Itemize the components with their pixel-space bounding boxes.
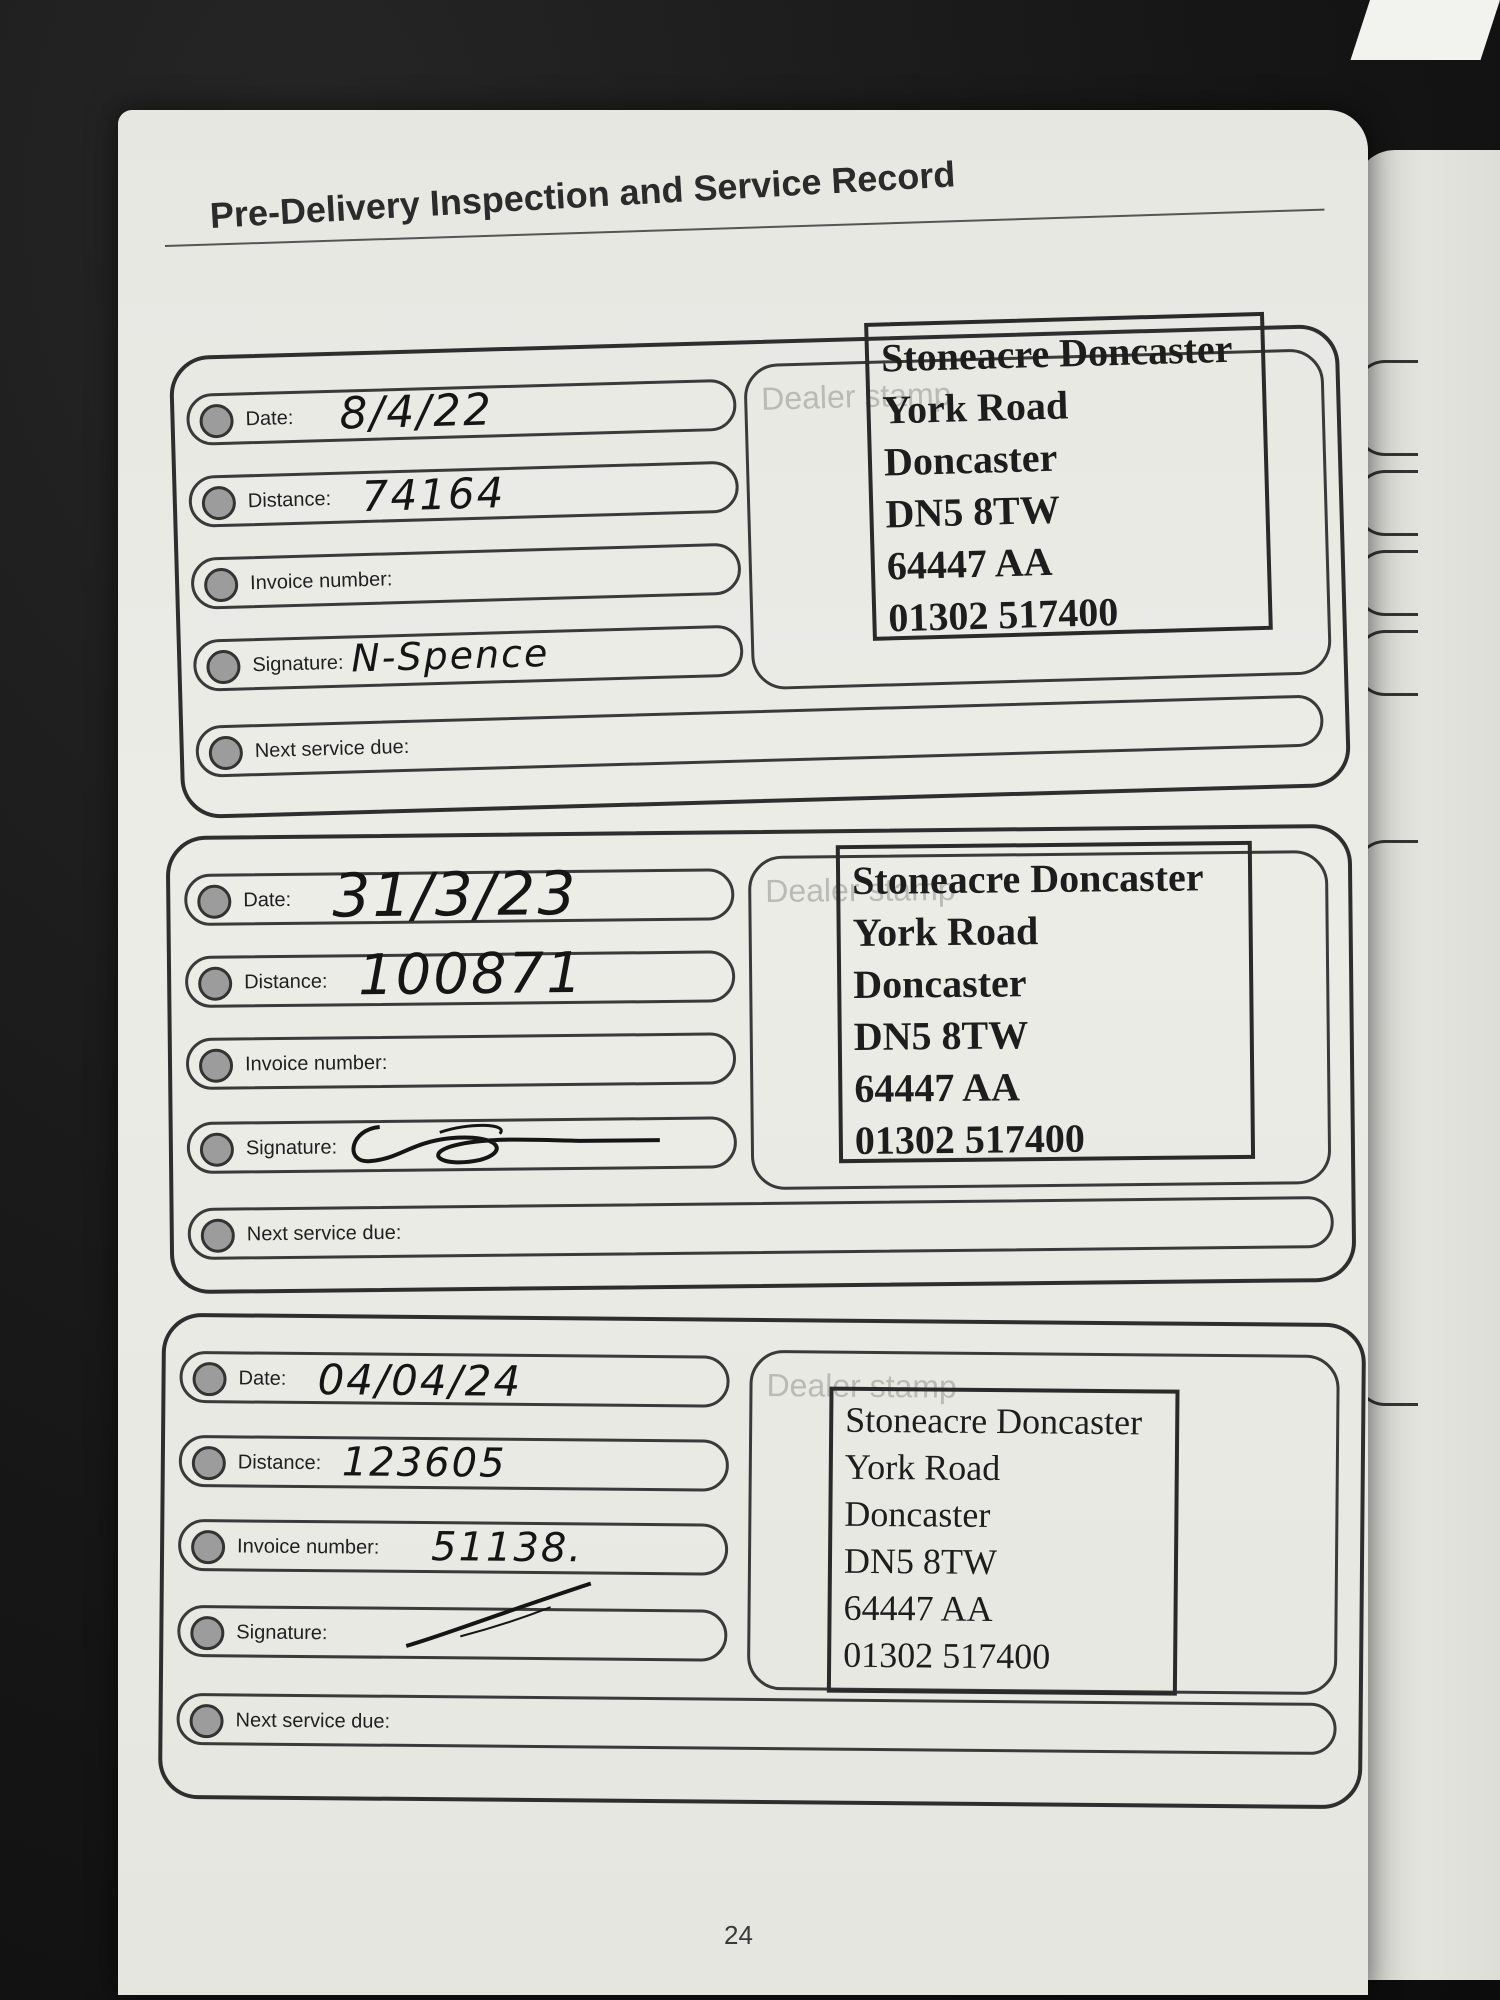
radio-circle-icon[interactable] bbox=[190, 1530, 226, 1565]
stamp-line: Stoneacre Doncaster bbox=[851, 854, 1204, 904]
radio-circle-icon[interactable] bbox=[192, 1362, 227, 1397]
dealer-stamp: Stoneacre Doncaster York Road Doncaster … bbox=[835, 840, 1256, 1164]
field-label: Distance: bbox=[237, 1451, 322, 1475]
handwritten-distance: 100871 bbox=[357, 940, 585, 1009]
field-label: Signature: bbox=[236, 1621, 328, 1645]
field-label: Date: bbox=[245, 406, 294, 431]
service-record-1: Date: 8/4/22 Distance: 74164 Invoice num… bbox=[168, 311, 1352, 820]
radio-circle-icon[interactable] bbox=[199, 403, 235, 439]
stamp-line: DN5 8TW bbox=[853, 1012, 1029, 1060]
stamp-line: Doncaster bbox=[844, 1493, 991, 1535]
stamp-line: 01302 517400 bbox=[887, 589, 1119, 641]
field-label: Next service due: bbox=[254, 735, 410, 763]
page-number: 24 bbox=[724, 1920, 753, 1950]
radio-circle-icon[interactable] bbox=[190, 1616, 225, 1651]
signature-field[interactable]: Signature: N-Spence bbox=[192, 624, 744, 692]
handwritten-invoice: 51138. bbox=[430, 1524, 584, 1572]
signature-scribble-icon bbox=[405, 1581, 592, 1648]
dealer-stamp: Stoneacre Doncaster York Road Doncaster … bbox=[864, 311, 1273, 641]
stamp-line: 64447 AA bbox=[854, 1064, 1021, 1112]
handwritten-date: 04/04/24 bbox=[317, 1355, 523, 1406]
stamp-line: Stoneacre Doncaster bbox=[880, 325, 1233, 381]
field-label: Signature: bbox=[245, 1136, 338, 1160]
distance-field[interactable]: Distance: 100871 bbox=[184, 941, 736, 1008]
dealer-stamp: Stoneacre Doncaster York Road Doncaster … bbox=[826, 1386, 1180, 1696]
field-label: Signature: bbox=[252, 651, 344, 677]
service-record-3: Date: 04/04/24 Distance: 123605 Invoice … bbox=[157, 1312, 1367, 1810]
stamp-line: 64447 AA bbox=[843, 1587, 993, 1630]
signature-field[interactable]: Signature: bbox=[177, 1581, 728, 1662]
field-label: Distance: bbox=[244, 970, 328, 994]
distance-field[interactable]: Distance: 74164 bbox=[188, 460, 740, 528]
stamp-line: York Road bbox=[844, 1446, 1001, 1489]
stamp-line: 01302 517400 bbox=[843, 1634, 1051, 1677]
booklet-page bbox=[118, 110, 1368, 1995]
next-service-field[interactable]: Next service due: bbox=[187, 1196, 1335, 1261]
invoice-field[interactable]: Invoice number: bbox=[185, 1032, 737, 1091]
radio-circle-icon[interactable] bbox=[189, 1704, 224, 1739]
radio-circle-icon[interactable] bbox=[191, 1446, 226, 1481]
service-record-2: Date: 31/3/23 Distance: 100871 Invoice n… bbox=[165, 823, 1357, 1295]
handwritten-date: 8/4/22 bbox=[338, 384, 494, 440]
field-label: Date: bbox=[238, 1367, 287, 1390]
radio-circle-icon[interactable] bbox=[200, 1218, 235, 1253]
date-field[interactable]: Date: 8/4/22 bbox=[185, 378, 738, 446]
next-service-field[interactable]: Next service due: bbox=[195, 694, 1325, 778]
handwritten-distance: 123605 bbox=[341, 1439, 507, 1487]
field-label: Date: bbox=[243, 888, 292, 912]
field-label: Next service due: bbox=[246, 1221, 402, 1246]
stamp-line: Stoneacre Doncaster bbox=[845, 1399, 1143, 1443]
distance-field[interactable]: Distance: 123605 bbox=[178, 1434, 730, 1492]
radio-circle-icon[interactable] bbox=[198, 1048, 234, 1083]
date-field[interactable]: Date: 04/04/24 bbox=[179, 1350, 730, 1408]
field-label: Invoice number: bbox=[237, 1535, 380, 1559]
stamp-line: 01302 517400 bbox=[854, 1115, 1086, 1164]
invoice-field[interactable]: Invoice number: bbox=[190, 542, 742, 610]
paper-corner bbox=[1350, 0, 1500, 60]
field-label: Distance: bbox=[247, 487, 332, 513]
handwritten-date: 31/3/23 bbox=[331, 858, 578, 932]
handwritten-signature: N-Spence bbox=[350, 630, 550, 681]
date-field[interactable]: Date: 31/3/23 bbox=[184, 859, 735, 931]
invoice-field[interactable]: Invoice number: 51138. bbox=[177, 1518, 729, 1576]
radio-circle-icon[interactable] bbox=[199, 1132, 235, 1167]
stamp-line: York Road bbox=[852, 908, 1039, 956]
field-label: Invoice number: bbox=[249, 568, 393, 595]
radio-circle-icon[interactable] bbox=[197, 884, 232, 919]
signature-scribble-icon bbox=[351, 1123, 660, 1165]
radio-circle-icon[interactable] bbox=[203, 567, 239, 603]
adjacent-page-edge bbox=[1355, 150, 1500, 1980]
radio-circle-icon[interactable] bbox=[198, 966, 233, 1001]
handwritten-distance: 74164 bbox=[361, 468, 506, 522]
radio-circle-icon[interactable] bbox=[205, 649, 241, 685]
field-label: Invoice number: bbox=[244, 1051, 388, 1076]
stamp-line: Doncaster bbox=[852, 960, 1027, 1008]
field-label: Next service due: bbox=[235, 1709, 391, 1733]
radio-circle-icon[interactable] bbox=[208, 735, 244, 771]
next-service-field[interactable]: Next service due: bbox=[176, 1692, 1337, 1756]
radio-circle-icon[interactable] bbox=[201, 485, 237, 521]
signature-field[interactable]: Signature: bbox=[186, 1116, 738, 1175]
stamp-line: DN5 8TW bbox=[843, 1540, 998, 1583]
